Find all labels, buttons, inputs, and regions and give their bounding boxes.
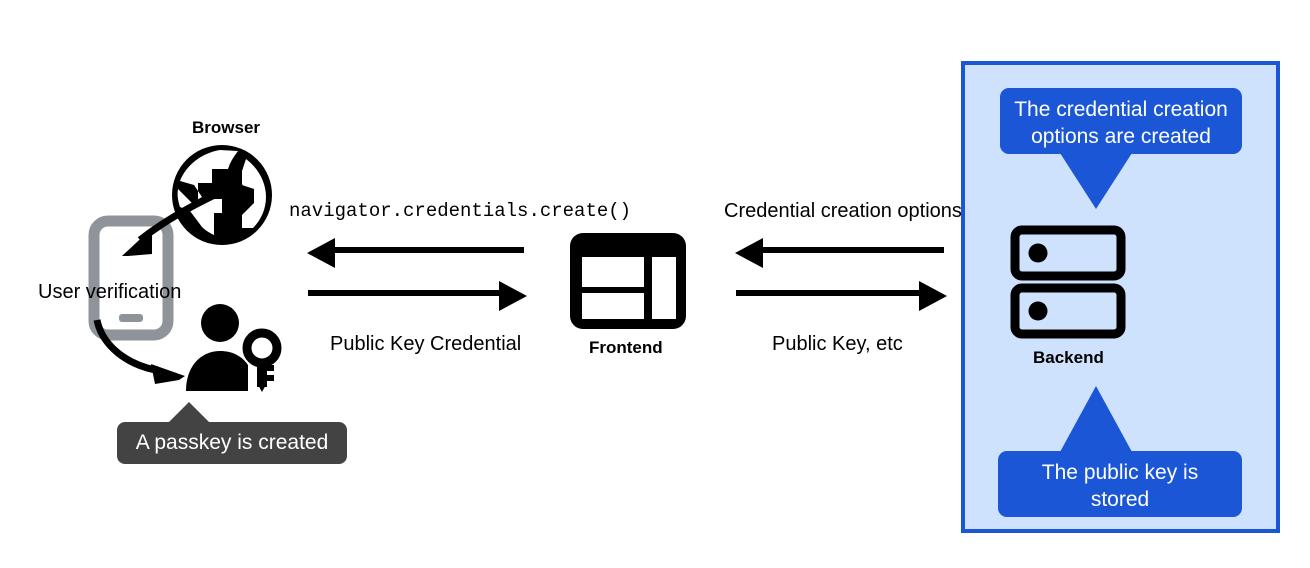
arrow-public-key-credential-head-icon <box>499 281 527 311</box>
tooltip-credential-creation-options: The credential creation options are crea… <box>1000 88 1242 154</box>
tooltip-pointer-up-icon <box>1060 386 1132 452</box>
arrow-public-key-etc-label: Public Key, etc <box>772 333 903 355</box>
browser-label: Browser <box>192 118 261 137</box>
curved-arrow-to-user-icon <box>93 318 220 390</box>
arrow-public-key-etc-head-icon <box>919 281 947 311</box>
tooltip-public-key-stored: The public key is stored <box>998 451 1242 517</box>
server-icon <box>1010 225 1126 339</box>
arrow-credential-creation-options-line <box>758 247 944 253</box>
tooltip-pointer-up-dark-icon <box>167 402 211 424</box>
arrow-navigator-create-head-icon <box>307 238 335 268</box>
arrow-public-key-etc-line <box>736 290 922 296</box>
tooltip-line-2: options are created <box>1031 125 1211 148</box>
tooltip-line-1: The public key is <box>1041 461 1199 484</box>
mobile-phone-icon <box>88 215 174 341</box>
curved-arrow-to-phone-icon <box>108 178 248 270</box>
arrow-public-key-credential-line <box>308 290 502 296</box>
arrow-credential-creation-options-label: Credential creation options <box>724 200 962 222</box>
arrow-navigator-create-label: navigator.credentials.create() <box>289 200 632 222</box>
arrow-credential-creation-options-head-icon <box>735 238 763 268</box>
arrow-navigator-create-line <box>330 247 524 253</box>
tooltip-line-1: The credential creation <box>1014 98 1228 121</box>
backend-label: Backend <box>1033 348 1104 367</box>
tooltip-line-2: stored <box>1090 488 1150 511</box>
arrow-public-key-credential-label: Public Key Credential <box>330 333 522 355</box>
browser-layout-icon <box>568 231 688 331</box>
tooltip-passkey-created: A passkey is created <box>117 422 347 464</box>
user-verification-label: User verification <box>38 281 182 303</box>
tooltip-pointer-down-icon <box>1060 153 1132 209</box>
frontend-label: Frontend <box>589 338 663 357</box>
user-with-key-icon <box>180 303 284 392</box>
